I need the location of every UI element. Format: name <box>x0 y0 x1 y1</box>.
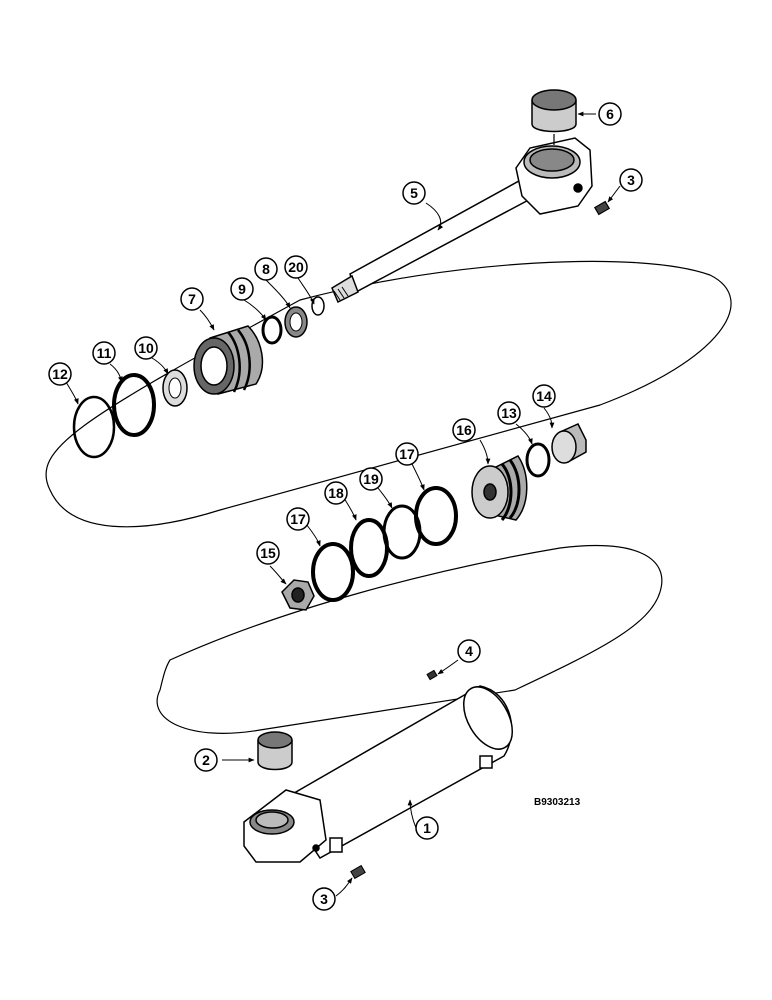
callout-16: 16 <box>456 422 472 438</box>
callout-19: 19 <box>363 471 379 487</box>
figure-code: B9303213 <box>534 797 581 808</box>
grease-fitting-part-3-lower <box>350 864 366 880</box>
callout-1: 1 <box>423 820 431 836</box>
oring-part-12 <box>72 395 116 459</box>
callout-6: 6 <box>606 106 614 122</box>
callout-20: 20 <box>288 259 304 275</box>
spacer-part-14 <box>551 423 587 464</box>
callout-17-right: 17 <box>399 446 415 462</box>
callout-9: 9 <box>238 281 246 297</box>
piston-part-16 <box>471 455 528 521</box>
leader-lines <box>65 111 621 897</box>
bushing-part-6 <box>531 89 577 145</box>
callout-18: 18 <box>328 485 344 501</box>
oring-part-19 <box>382 504 422 560</box>
callout-15: 15 <box>260 545 276 561</box>
seal-part-8-hole <box>289 312 303 332</box>
nut-part-15 <box>281 579 315 611</box>
oring-part-20 <box>311 296 325 316</box>
ring-part-13 <box>525 442 551 478</box>
grease-fitting-part-3-upper <box>593 200 611 216</box>
callout-11: 11 <box>97 345 112 361</box>
callout-3-lower: 3 <box>320 891 328 907</box>
callout-circles <box>48 102 643 911</box>
ring-part-18 <box>349 518 389 578</box>
callout-14: 14 <box>536 388 552 404</box>
plug-part-4 <box>426 669 438 681</box>
seal-part-9 <box>261 315 283 345</box>
callout-5: 5 <box>410 185 418 201</box>
backup-ring-part-11 <box>112 373 156 437</box>
bushing-part-2 <box>257 731 293 771</box>
seal-part-17-right <box>414 486 458 546</box>
callout-10: 10 <box>138 340 154 356</box>
upper-loop-outline <box>45 260 732 528</box>
callout-2: 2 <box>202 752 210 768</box>
wiper-part-10-hole <box>168 377 182 399</box>
gland-part-7 <box>193 325 264 395</box>
callout-4: 4 <box>465 643 473 659</box>
barrel-part-1 <box>243 685 514 863</box>
callout-3-upper: 3 <box>627 172 635 188</box>
seal-part-17-left <box>311 542 355 602</box>
rod-eye-head <box>515 137 593 215</box>
callout-8: 8 <box>262 261 270 277</box>
callout-13: 13 <box>501 405 517 421</box>
callout-17-left: 17 <box>290 511 306 527</box>
callout-7: 7 <box>188 291 196 307</box>
lower-loop-outline <box>156 544 663 734</box>
rod-part-5 <box>331 174 537 304</box>
callout-12: 12 <box>52 366 68 382</box>
